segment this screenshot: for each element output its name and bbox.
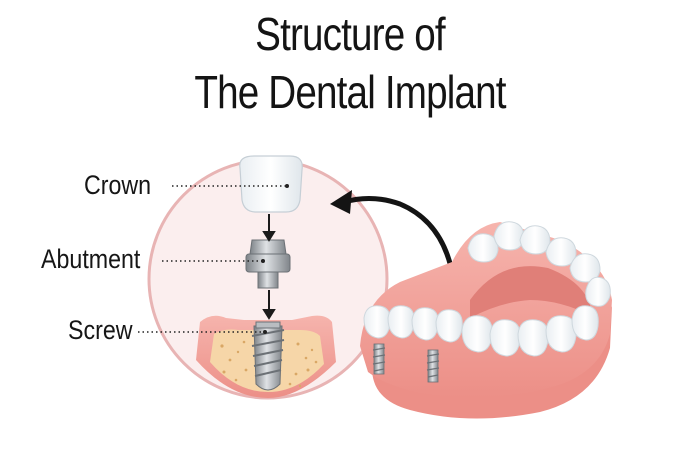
implant-crown	[240, 156, 302, 212]
label-screw: Screw	[68, 314, 133, 346]
label-crown: Crown	[84, 169, 151, 201]
implant-screw	[252, 322, 284, 390]
jaw-model	[360, 222, 612, 419]
label-abutment: Abutment	[41, 243, 140, 275]
